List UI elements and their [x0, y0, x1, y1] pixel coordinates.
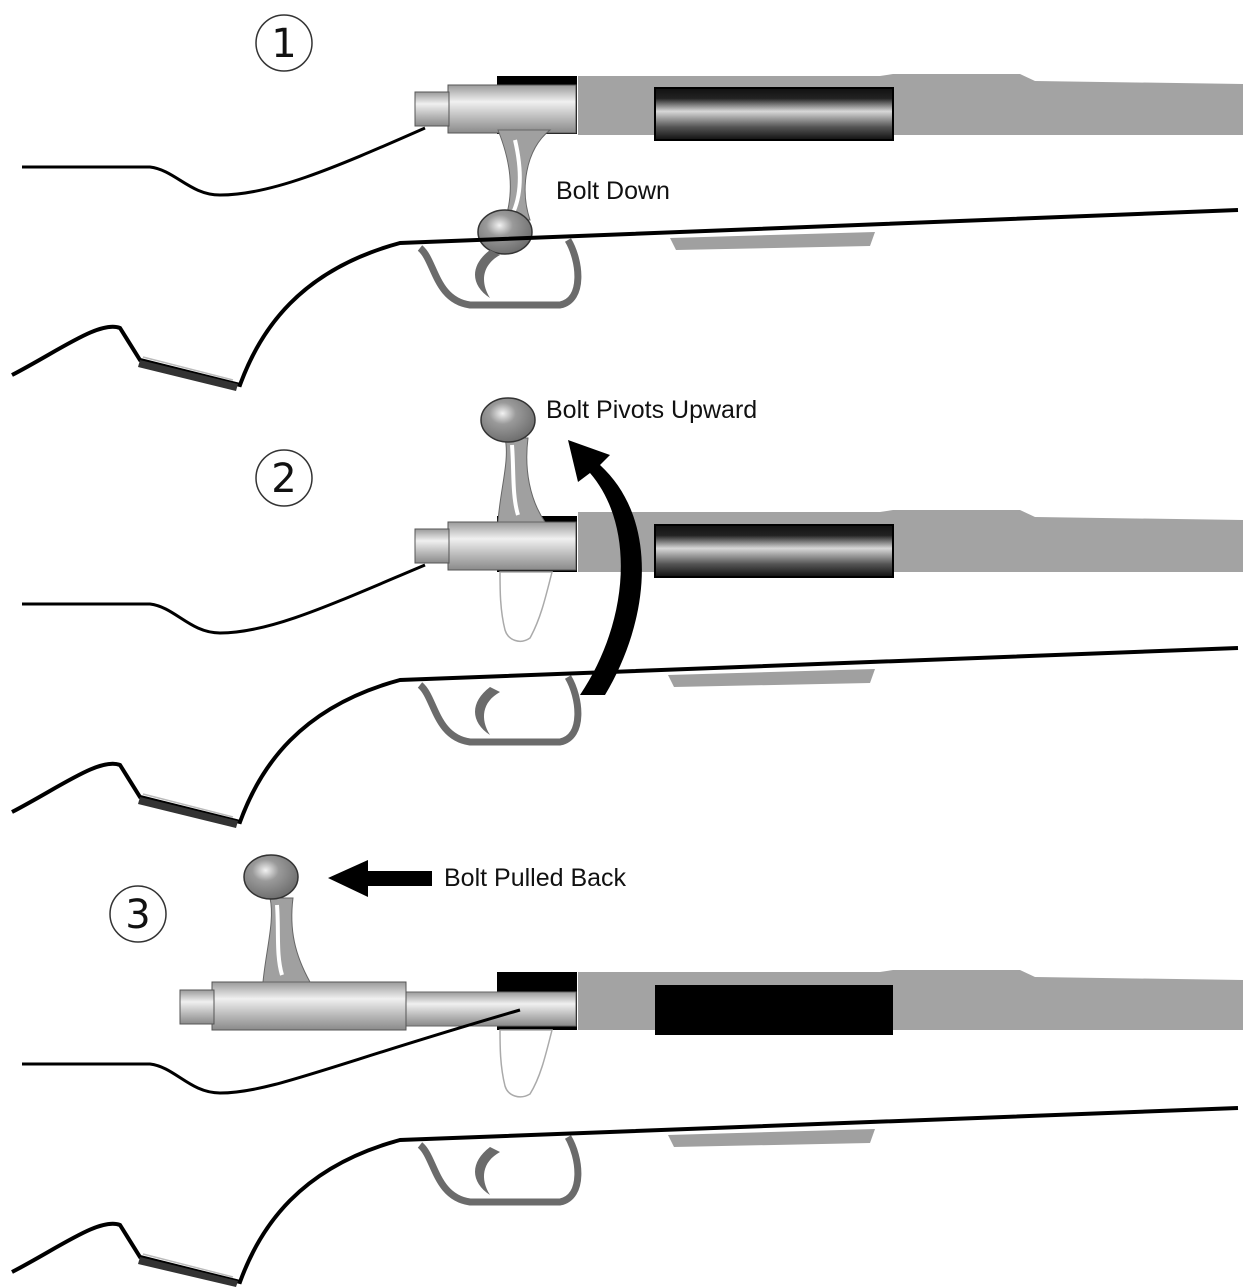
barrel: [655, 985, 893, 1035]
barrel: [655, 525, 893, 577]
magazine-plate: [668, 1129, 875, 1147]
bolt-handle: [498, 130, 550, 220]
trigger-guard: [420, 677, 578, 742]
bolt-shaft: [405, 992, 576, 1026]
bolt-handle: [498, 438, 545, 522]
butt-plate: [138, 797, 238, 828]
label-bolt-down: Bolt Down: [556, 177, 670, 205]
bolt-handle: [263, 898, 310, 982]
pull-back-arrow: [328, 860, 432, 897]
lower-stock-line: [12, 648, 1238, 822]
butt-plate: [138, 1257, 238, 1287]
bolt-knob: [478, 210, 532, 254]
trigger-guard: [420, 1137, 578, 1202]
label-bolt-pulled-back: Bolt Pulled Back: [444, 864, 627, 892]
label-bolt-pivots-upward: Bolt Pivots Upward: [546, 396, 757, 424]
step-2-number: 2: [271, 456, 296, 502]
bolt-body: [212, 982, 406, 1030]
lower-stock-line: [12, 210, 1238, 385]
bolt-body: [448, 85, 576, 133]
bolt-knob: [481, 398, 535, 442]
lower-stock-line: [12, 1108, 1238, 1282]
panel-3: 3 Bolt Pulled Back: [12, 855, 1243, 1287]
ghost-bolt-handle: [500, 572, 552, 641]
panel-2: 2 Bolt Pivots Upward: [12, 396, 1243, 828]
bolt-body: [448, 522, 576, 570]
magazine-plate: [668, 669, 875, 687]
step-1-number: 1: [271, 21, 296, 67]
bolt-knob: [244, 855, 298, 899]
ghost-bolt-handle: [500, 1030, 552, 1097]
magazine-plate: [670, 232, 875, 250]
trigger: [475, 687, 500, 735]
trigger: [475, 1147, 500, 1195]
bolt-end: [415, 92, 449, 126]
butt-plate: [138, 360, 238, 391]
barrel: [655, 88, 893, 140]
step-3-number: 3: [125, 892, 150, 938]
bolt-end: [180, 990, 214, 1024]
upper-stock-line: [22, 565, 425, 633]
upper-stock-line: [22, 128, 425, 195]
panel-1: 1 Bolt Down: [12, 15, 1243, 391]
trigger: [475, 250, 500, 298]
bolt-end: [415, 529, 449, 563]
